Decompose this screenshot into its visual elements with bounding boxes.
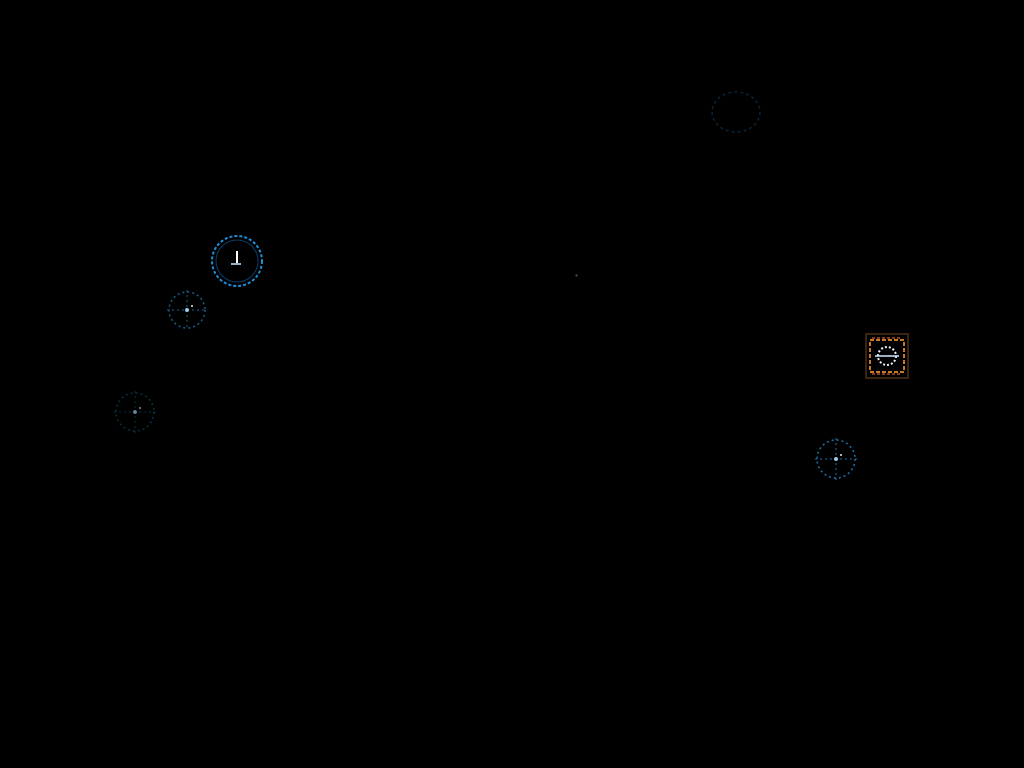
- faint-reticle-icon-graphic: [114, 391, 156, 433]
- selected-unit-ring-icon[interactable]: [210, 234, 264, 288]
- targeting-reticle-icon[interactable]: [813, 436, 859, 482]
- space-station-icon[interactable]: [862, 330, 912, 382]
- space-station-icon-graphic: [865, 333, 909, 379]
- targeting-reticle-icon[interactable]: [165, 288, 209, 332]
- distant-ring-icon[interactable]: [708, 88, 764, 136]
- star-dot-icon: [575, 274, 578, 277]
- targeting-reticle-icon-graphic: [167, 290, 207, 330]
- faint-reticle-icon[interactable]: [112, 389, 158, 435]
- selected-unit-ring-icon-graphic: [211, 235, 263, 287]
- star-dot-icon-graphic: [575, 274, 578, 277]
- distant-ring-icon-graphic: [711, 91, 761, 133]
- targeting-reticle-icon-graphic: [815, 438, 857, 480]
